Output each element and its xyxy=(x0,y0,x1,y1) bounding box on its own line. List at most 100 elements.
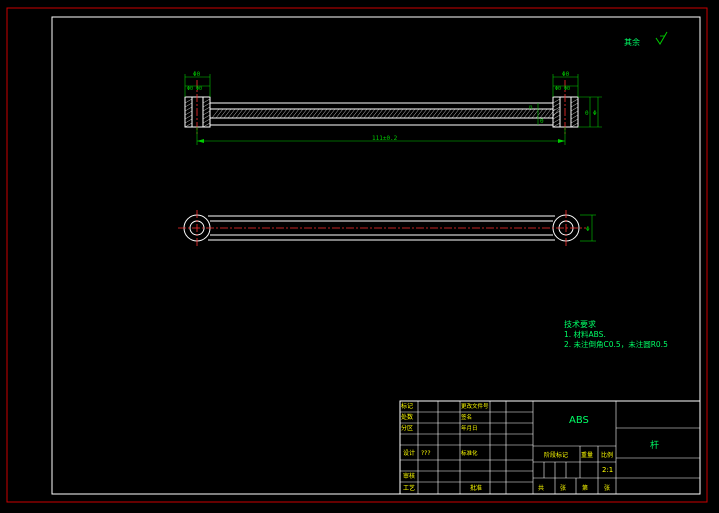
hatch-line xyxy=(539,108,548,119)
technical-requirements: 技术要求 1. 材料ABS. 2. 未注倒角C0.5，未注圆R0.5 xyxy=(564,319,668,349)
hatch-line xyxy=(275,108,284,119)
hatch-line xyxy=(315,108,324,119)
surface-roughness-check-icon xyxy=(655,31,668,45)
outer-frame xyxy=(6,7,708,503)
hatch-line xyxy=(359,108,368,119)
notes-line-1: 1. 材料ABS. xyxy=(564,329,606,339)
hatch-line xyxy=(379,108,388,119)
hatch-line xyxy=(202,118,211,124)
hatch-line xyxy=(552,106,561,112)
dim-left-head-small: Φ0 Φ0 xyxy=(187,86,202,92)
hatch-line xyxy=(419,108,428,119)
hatch-line xyxy=(184,122,193,128)
tb-material: ABS xyxy=(569,415,589,426)
hatch-line xyxy=(471,108,480,119)
hatch-line xyxy=(431,108,440,119)
dimensions-front: Φ0 Φ0 Φ0 Φ0 Φ0 Φ0 0 Φ n 0 111±0.2 xyxy=(184,71,602,145)
hatch-line xyxy=(543,108,552,119)
tb-sheet-total-unit: 张 xyxy=(560,484,566,492)
hatch-line xyxy=(184,102,193,108)
hatch-line xyxy=(570,122,579,128)
notes-line-2: 2. 未注倒角C0.5，未注圆R0.5 xyxy=(564,339,668,349)
hatch-line xyxy=(355,108,364,119)
hatch-line xyxy=(202,110,211,116)
tb-scale-label: 比例 xyxy=(601,451,613,459)
hatch-line xyxy=(535,108,544,119)
tb-process-label: 工艺 xyxy=(403,484,415,492)
hatch-line xyxy=(202,114,211,120)
hatch-line xyxy=(459,108,468,119)
hatch-line xyxy=(552,122,561,128)
hatch-line xyxy=(184,98,193,104)
tb-part-name: 杆 xyxy=(650,439,659,451)
roughness-label: 其余 xyxy=(624,37,640,47)
tb-sheet-no: 第 xyxy=(582,484,588,492)
tb-approve-label: 批准 xyxy=(470,484,482,492)
hatch-line xyxy=(202,122,211,128)
dim-top-right: Φ xyxy=(586,226,590,233)
hatch-line xyxy=(223,108,232,119)
hatch-line xyxy=(202,98,211,104)
hatch-line xyxy=(343,108,352,119)
hatch-line xyxy=(570,106,579,112)
tb-design-value: ??? xyxy=(421,450,431,457)
tb-zone-label: 分区 xyxy=(401,424,413,432)
tb-sheet-total: 共 xyxy=(538,484,544,492)
hatch-line xyxy=(215,108,224,119)
hatch-line xyxy=(552,98,561,104)
hatch-line xyxy=(451,108,460,119)
hatch-line xyxy=(507,108,516,119)
hatch-line xyxy=(327,108,336,119)
roughness-note: 其余 xyxy=(624,31,668,47)
hatch-line xyxy=(307,108,316,119)
hatch-line xyxy=(311,108,320,119)
hatch-line xyxy=(511,108,520,119)
hatch-line xyxy=(552,110,561,116)
hatch-line xyxy=(552,102,561,108)
hatch-line xyxy=(231,108,240,119)
hatch-line xyxy=(499,108,508,119)
dim-mid-1: n xyxy=(529,104,533,111)
hatch-line xyxy=(247,108,256,119)
hatch-line xyxy=(411,108,420,119)
hatch-line xyxy=(263,108,272,119)
hatch-line xyxy=(184,110,193,116)
hatch-line xyxy=(423,108,432,119)
tb-stage-label: 阶段标记 xyxy=(544,451,568,459)
hatch-line xyxy=(491,108,500,119)
tb-weight-label: 重量 xyxy=(581,451,593,459)
hatch-line xyxy=(439,108,448,119)
hatch-line xyxy=(335,108,344,119)
tb-date-label: 年月日 xyxy=(461,424,478,432)
hatch-line xyxy=(467,108,476,119)
hatch-line xyxy=(363,108,372,119)
hatch-line xyxy=(427,108,436,119)
hatch-line xyxy=(259,108,268,119)
tb-design-label: 设计 xyxy=(403,449,415,457)
tb-scale-value: 2:1 xyxy=(602,466,613,474)
hatch-line xyxy=(255,108,264,119)
title-block-frame xyxy=(399,400,701,495)
hatch-line xyxy=(415,108,424,119)
right-head-hatch xyxy=(552,98,579,128)
hatch-line xyxy=(251,108,260,119)
hatch-line xyxy=(202,102,211,108)
hatch-line xyxy=(519,108,528,119)
rod-body-outline xyxy=(209,102,554,126)
hatch-line xyxy=(435,108,444,119)
left-head-outline xyxy=(184,96,211,128)
dim-left-head-width: Φ0 xyxy=(193,71,201,78)
hatch-line xyxy=(391,108,400,119)
hatch-line xyxy=(235,108,244,119)
tb-sheet-no-unit: 张 xyxy=(604,484,610,492)
hatch-line xyxy=(552,118,561,124)
hatch-line xyxy=(267,108,276,119)
inner-border xyxy=(51,16,701,495)
dim-mid-2: 0 xyxy=(540,118,544,125)
hatch-line xyxy=(387,108,396,119)
hatch-line xyxy=(211,108,220,119)
dim-right-vertical-2: Φ xyxy=(593,110,597,117)
hatch-line xyxy=(403,108,412,119)
hatch-line xyxy=(383,108,392,119)
